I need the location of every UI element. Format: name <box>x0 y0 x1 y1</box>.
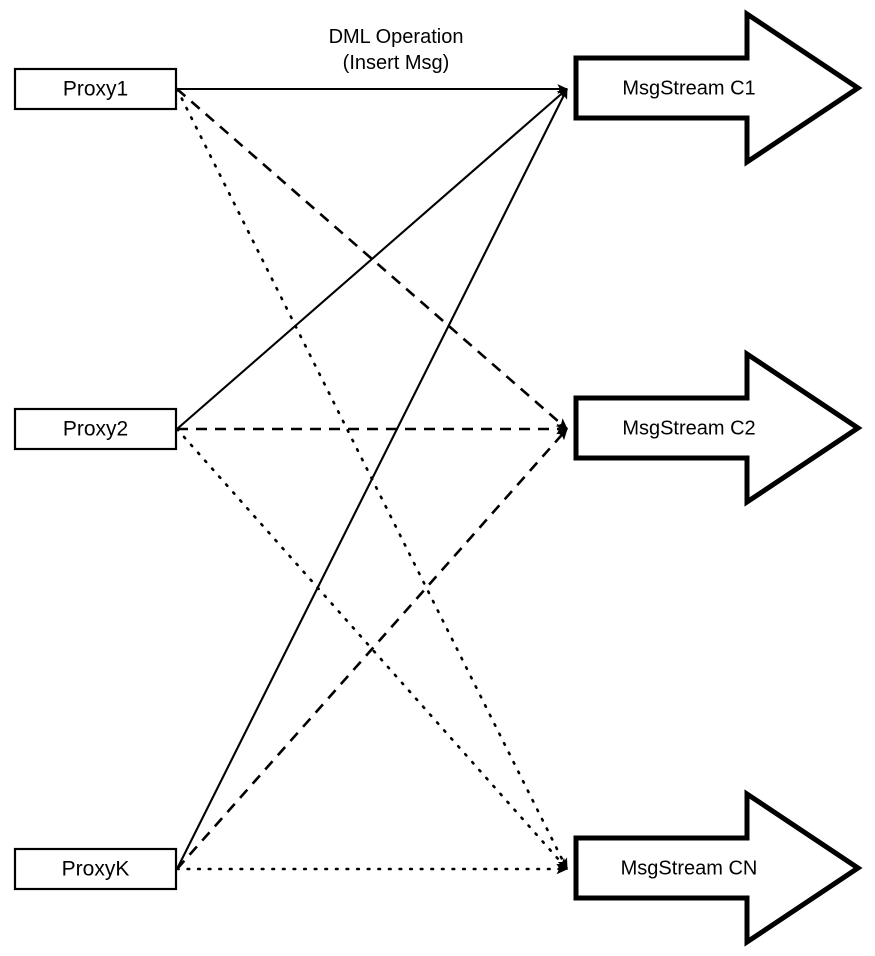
node-box-label: Proxy1 <box>63 78 128 101</box>
node-box-label: ProxyK <box>62 858 130 881</box>
annotation-dml-operation: DML Operation (Insert Msg) <box>329 26 464 74</box>
stream-label: MsgStream C2 <box>622 417 755 439</box>
link-proxyk-to-c1 <box>176 88 568 870</box>
annotation-line-1: DML Operation <box>329 26 464 48</box>
links-layer <box>175 84 569 875</box>
link-proxyk-to-c2 <box>176 428 568 870</box>
node-box-shape <box>13 847 178 891</box>
stream-msgstream-c1[interactable]: MsgStream C1 <box>573 9 863 167</box>
stream-msgstream-cn[interactable]: MsgStream CN <box>573 789 863 947</box>
node-proxyk[interactable]: ProxyK <box>13 847 178 891</box>
node-proxy1[interactable]: Proxy1 <box>13 67 178 111</box>
stream-label: MsgStream CN <box>621 857 758 879</box>
node-box-shape <box>13 407 178 451</box>
stream-arrow-shape <box>573 349 863 507</box>
link-proxy2-to-c1 <box>176 88 568 430</box>
targets-layer: MsgStream C1 MsgStream C2 MsgStream CN <box>573 9 863 947</box>
link-proxy1-to-c2 <box>176 88 568 430</box>
annotations-layer: DML Operation (Insert Msg) <box>329 26 464 74</box>
node-box-label: Proxy2 <box>63 418 128 441</box>
stream-arrow-shape <box>573 9 863 167</box>
stream-label: MsgStream C1 <box>622 77 755 99</box>
stream-msgstream-c2[interactable]: MsgStream C2 <box>573 349 863 507</box>
node-box-shape <box>13 67 178 111</box>
annotation-line-2: (Insert Msg) <box>343 52 450 74</box>
node-proxy2[interactable]: Proxy2 <box>13 407 178 451</box>
link-proxy2-to-cn <box>175 427 569 871</box>
stream-arrow-shape <box>573 789 863 947</box>
